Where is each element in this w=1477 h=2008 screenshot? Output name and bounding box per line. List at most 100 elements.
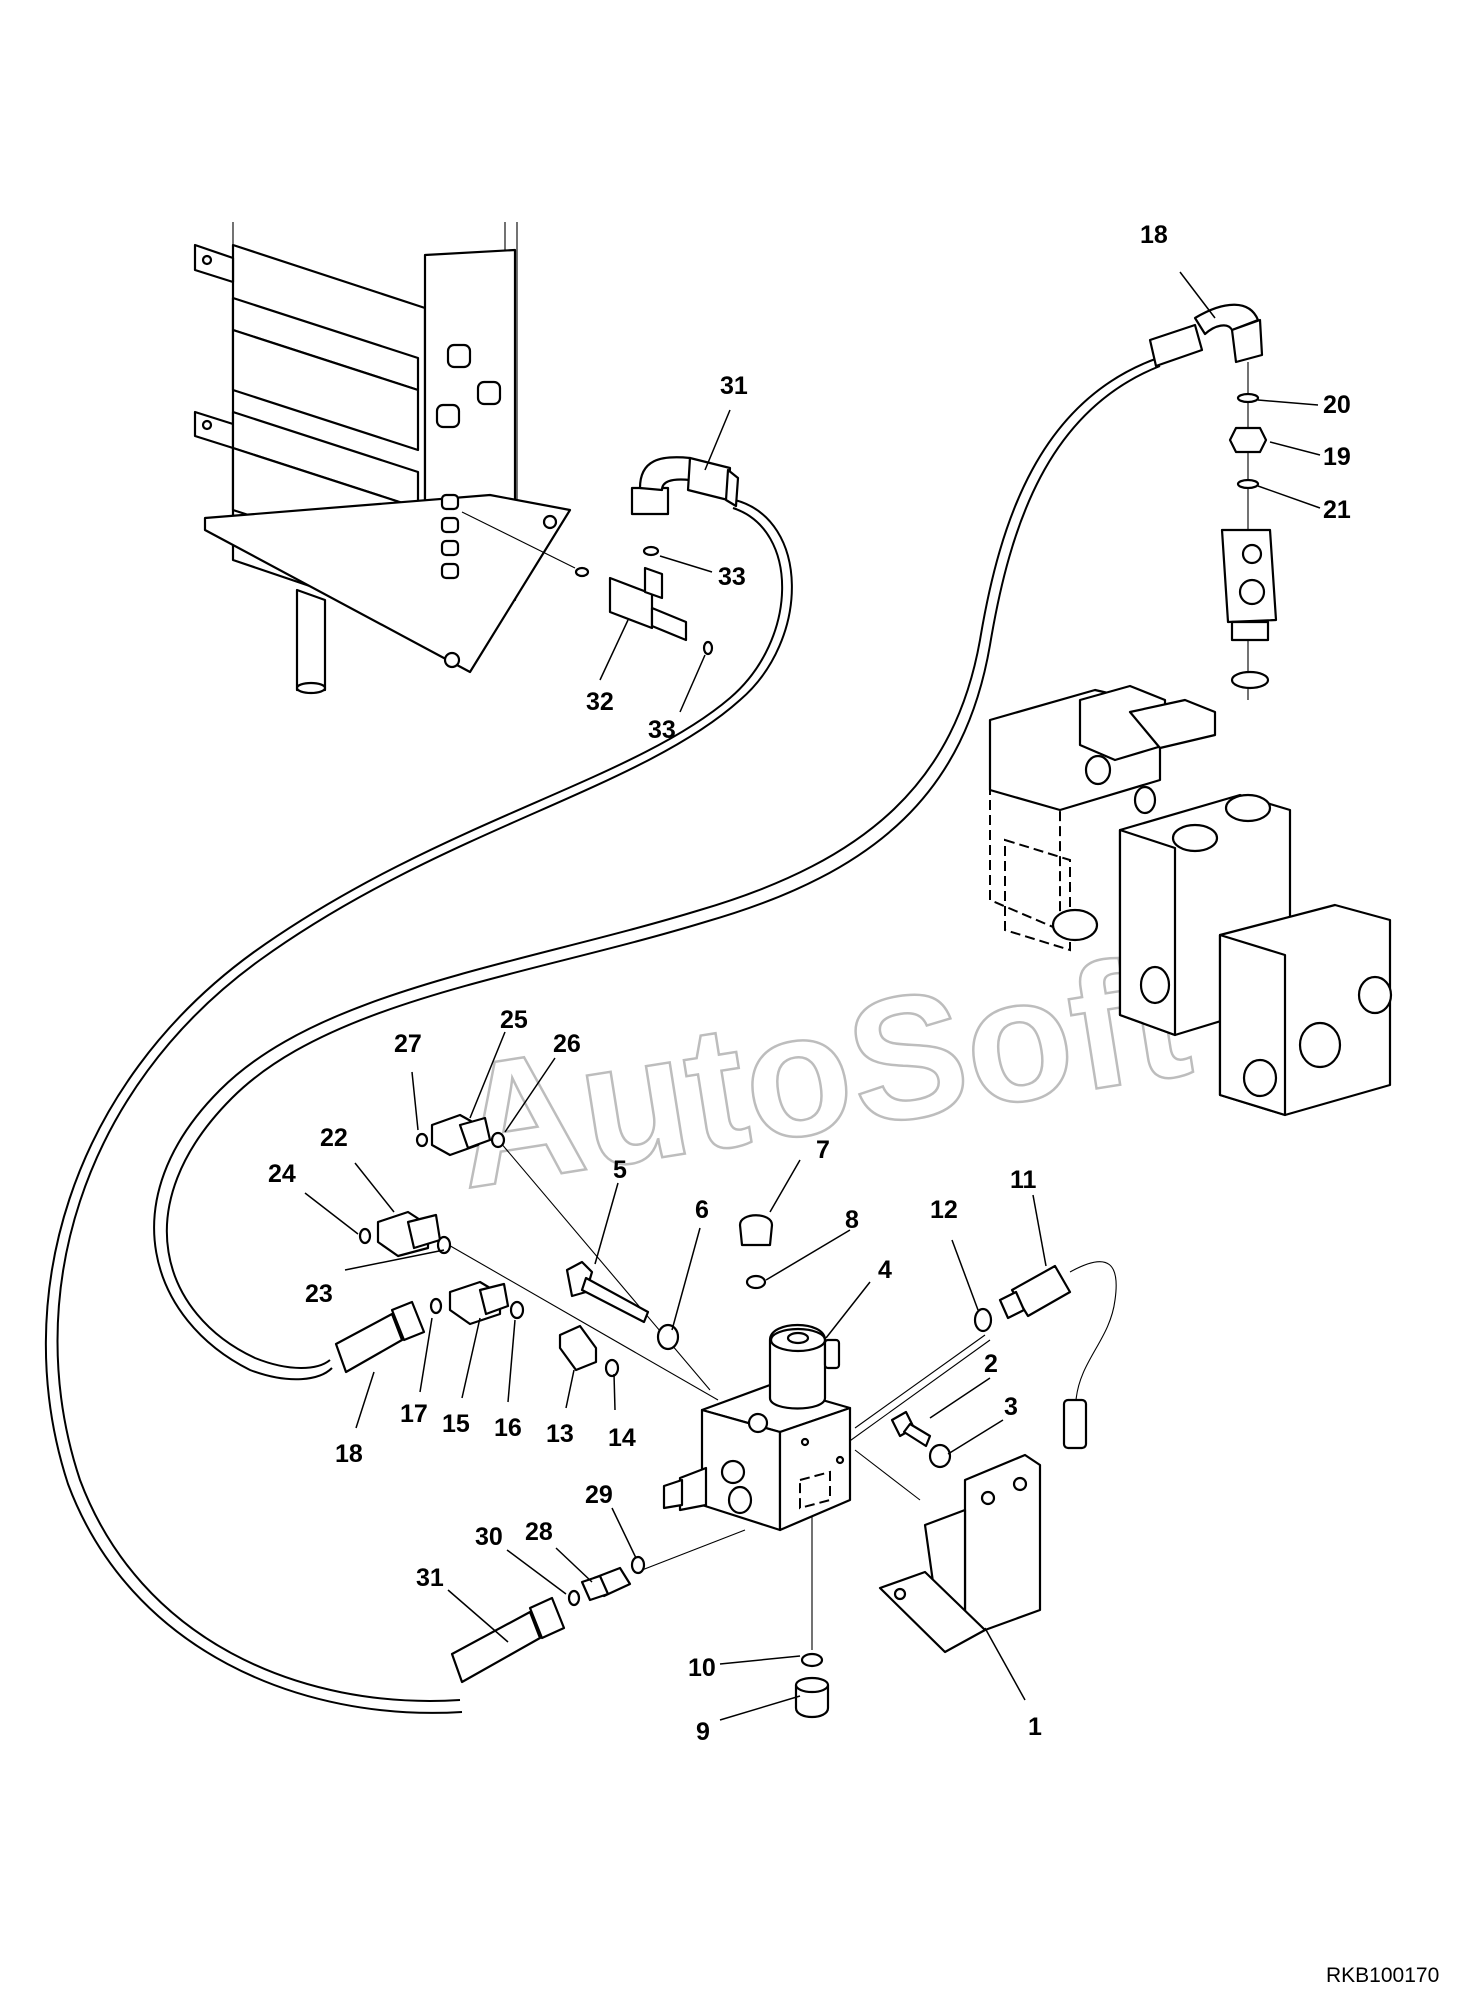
valve-side-port-2	[1242, 1058, 1278, 1098]
leader-line-block-1	[499, 1141, 711, 1391]
leader-line	[825, 1281, 871, 1339]
leader-line	[354, 1162, 395, 1213]
hose-18-line	[153, 357, 1159, 1381]
plate-post-end	[295, 681, 327, 695]
tee-branch-right	[650, 606, 688, 642]
callout-33-top: 33	[718, 563, 746, 591]
hoses	[44, 357, 1161, 1714]
callout-14: 14	[608, 1424, 636, 1452]
oring-20	[1236, 392, 1260, 404]
column-port-3	[440, 539, 460, 557]
oring-large	[1230, 670, 1270, 690]
valve-hidden-outline-1	[989, 740, 1061, 932]
bracket-1	[878, 1453, 1042, 1654]
leader-line	[1032, 1194, 1047, 1267]
bracket-upright	[963, 1453, 1042, 1632]
hose-31-line-2	[44, 507, 784, 1714]
callout-17: 17	[400, 1400, 428, 1428]
valve-middle-port-2	[1224, 793, 1272, 823]
valve-middle-face	[1118, 828, 1177, 1037]
callout-23: 23	[305, 1280, 333, 1308]
leader-line	[984, 1627, 1026, 1701]
hose-31-line	[56, 499, 793, 1702]
elbow-31-socket	[724, 468, 740, 508]
plug-9-top	[794, 1676, 830, 1694]
column-port-1	[440, 493, 460, 511]
callout-19: 19	[1323, 443, 1351, 471]
valve-hidden-outline-2	[1004, 838, 1071, 952]
callout-28: 28	[525, 1518, 553, 1546]
elbow-31-top	[630, 456, 740, 516]
block-hidden-1	[799, 1470, 831, 1510]
plug-9	[794, 1683, 830, 1719]
oring-24	[358, 1227, 372, 1245]
column-port-4	[440, 562, 460, 580]
block-port-top	[747, 1412, 769, 1434]
oring-12	[973, 1307, 993, 1333]
leader-line-block-3	[854, 1334, 986, 1429]
valve-middle-port	[1171, 823, 1219, 853]
small-fittings	[334, 1113, 1117, 1719]
callout-4: 4	[878, 1256, 892, 1284]
elbow-15-nut	[478, 1282, 510, 1316]
fitting-stack-right	[1148, 303, 1278, 700]
valve-front-port-2	[1357, 975, 1393, 1015]
watermark-group: AutoSoft	[440, 916, 1203, 1227]
callout-9: 9	[696, 1718, 710, 1746]
drawing-reference: RKB100170	[1326, 1964, 1439, 1987]
leader-line	[659, 555, 713, 573]
callout-2: 2	[984, 1350, 998, 1378]
leader-line-block-4	[839, 1339, 991, 1449]
adapter-19-body	[1228, 426, 1268, 454]
oring-16	[509, 1300, 525, 1320]
leader-line-block-5	[854, 1449, 921, 1501]
block-port-side-2	[835, 1455, 845, 1465]
leader-line	[765, 1229, 851, 1281]
leader-lines	[304, 271, 1321, 1721]
oring-8	[745, 1274, 767, 1290]
fitting-13	[558, 1324, 598, 1372]
callout-31-bottom: 31	[416, 1564, 444, 1592]
fitting-31-lower-nut	[528, 1596, 566, 1640]
leader-line	[951, 1239, 979, 1311]
bolt-2-shank	[902, 1422, 932, 1448]
solenoid-connector	[823, 1338, 841, 1370]
oring-30	[567, 1589, 581, 1607]
elbow-31-sleeve	[686, 456, 732, 502]
leader-line	[719, 1695, 801, 1721]
oring-33-a	[574, 566, 590, 578]
tee-centerline	[461, 511, 576, 569]
valve-top-port	[1084, 754, 1112, 786]
leader-line	[611, 1507, 637, 1559]
plate-base-hole	[443, 651, 461, 669]
oring-17	[429, 1297, 443, 1315]
callout-3: 3	[1004, 1393, 1018, 1421]
oring-29	[630, 1555, 646, 1575]
leader-line	[507, 1319, 516, 1403]
block-side	[778, 1406, 852, 1532]
oring-33-b	[642, 545, 660, 557]
leader-line	[461, 1317, 481, 1399]
plate-base-hole-2	[542, 514, 558, 530]
column-nut-1	[446, 343, 472, 369]
leader-line	[506, 1549, 567, 1595]
washer-6	[656, 1323, 680, 1351]
leader-line	[679, 654, 706, 713]
elbow-31-bend	[638, 456, 692, 492]
plate-tab-lower	[193, 410, 235, 450]
plate-tab-hole	[201, 254, 213, 266]
callout-27: 27	[394, 1030, 422, 1058]
leader-line-block-2	[439, 1239, 719, 1401]
callout-5: 5	[613, 1156, 627, 1184]
leader-line	[599, 619, 629, 681]
leader-line	[1257, 399, 1319, 406]
plate-tab-upper	[193, 243, 235, 284]
tee-branch-up	[643, 566, 664, 600]
leader-line	[344, 1249, 445, 1271]
washer-3	[928, 1443, 952, 1469]
cartridge-hex	[727, 1485, 753, 1515]
leader-line	[594, 1182, 619, 1265]
leader-line	[947, 1419, 1004, 1455]
plate-tab-hole-2	[201, 419, 213, 431]
callout-29: 29	[585, 1481, 613, 1509]
